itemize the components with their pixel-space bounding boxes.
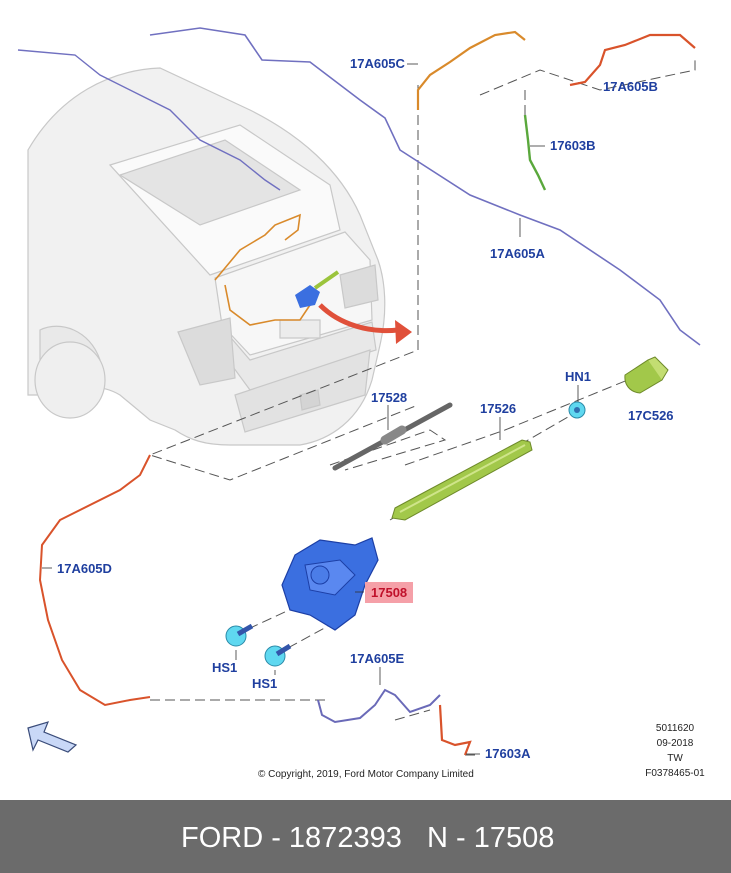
- footer-number: N - 17508: [427, 822, 555, 854]
- parts-diagram: 17A605C 17A605B 17603B 17A605A HN1 17C52…: [17, 27, 705, 780]
- meta-region: TW: [667, 753, 683, 764]
- label-17a605c[interactable]: 17A605C: [350, 56, 405, 71]
- harness-tailgate[interactable]: [214, 213, 311, 326]
- harness-17a605e[interactable]: [317, 688, 441, 724]
- copyright-notice: © Copyright, 2019, Ford Motor Company Li…: [258, 769, 474, 780]
- harness-17a605d[interactable]: [38, 454, 151, 707]
- label-17a605a[interactable]: 17A605A: [490, 246, 545, 261]
- label-17a605b[interactable]: 17A605B: [603, 79, 658, 94]
- harness-17603b[interactable]: [523, 114, 547, 191]
- label-17603b[interactable]: 17603B: [550, 138, 596, 153]
- label-hs1-a[interactable]: HS1: [212, 660, 238, 675]
- label-17528[interactable]: 17528: [371, 390, 408, 405]
- label-17508-highlighted[interactable]: 17508: [365, 582, 414, 603]
- view-direction-arrow: [27, 721, 78, 753]
- part-17528-wiper-arm[interactable]: [332, 402, 453, 471]
- vehicle-illustration: [27, 67, 386, 446]
- footer-bar: FORD - 1872393 N - 17508: [0, 800, 731, 873]
- label-hn1[interactable]: HN1: [565, 369, 592, 384]
- harness-roof-purple[interactable]: [17, 49, 281, 191]
- meta-code: 5011620: [655, 723, 695, 734]
- label-17c526[interactable]: 17C526: [628, 408, 674, 423]
- part-17c526-cap[interactable]: [624, 356, 669, 394]
- label-17603a[interactable]: 17603A: [485, 746, 531, 761]
- tailgate-motor[interactable]: [295, 285, 320, 308]
- part-hs1-screw-b[interactable]: [264, 643, 292, 667]
- meta-date: 09-2018: [656, 738, 694, 749]
- part-hs1-screw-a[interactable]: [225, 623, 254, 647]
- label-17a605e[interactable]: 17A605E: [350, 651, 405, 666]
- label-17526[interactable]: 17526: [480, 401, 517, 416]
- footer-brand-part: FORD - 1872393: [181, 822, 402, 854]
- part-17526-wiper-blade[interactable]: [391, 439, 533, 521]
- label-hs1-b[interactable]: HS1: [252, 676, 278, 691]
- callout-arrow: [318, 303, 399, 334]
- leader-lines: [42, 63, 579, 755]
- part-hn1-nut[interactable]: [568, 401, 586, 419]
- meta-figure-number: F0378465-01: [645, 768, 705, 779]
- bracket-17603a[interactable]: [438, 704, 472, 756]
- harness-17a605c[interactable]: [416, 30, 526, 110]
- harness-17a605b[interactable]: [569, 33, 696, 87]
- label-17a605d[interactable]: 17A605D: [57, 561, 112, 576]
- part-17508-wiper-motor[interactable]: [281, 537, 379, 631]
- harness-17a605a[interactable]: [149, 27, 701, 346]
